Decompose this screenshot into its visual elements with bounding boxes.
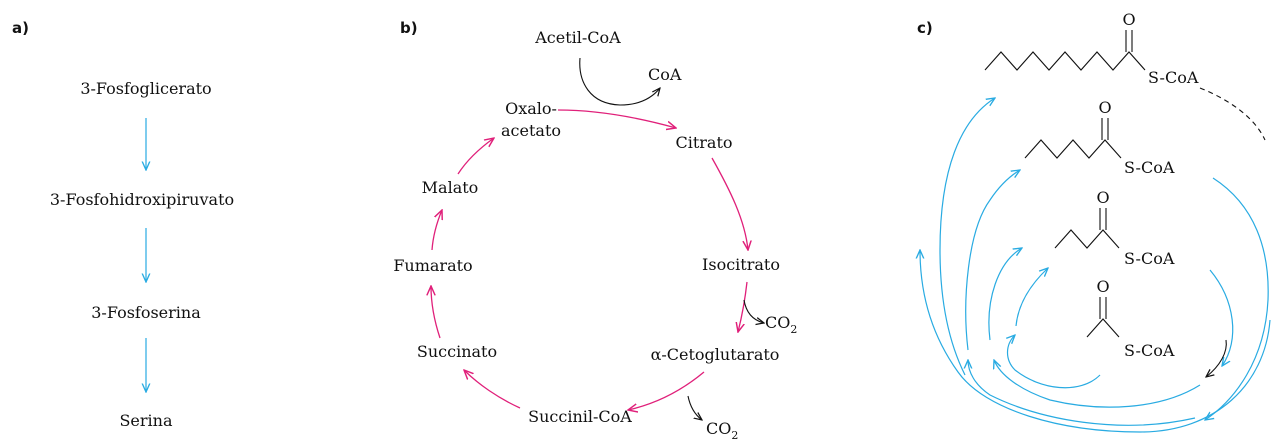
spiral-arc-3-left [988, 248, 1022, 341]
co2-1-text: CO [765, 313, 790, 332]
carbonyl-oxygen-3: O [1096, 188, 1109, 207]
carbonyl-oxygen-4: O [1096, 277, 1109, 296]
metabolite-3-fosfohidroxipiruvato: 3-Fosfohidroxipiruvato [50, 190, 234, 209]
metabolite-fumarato: Fumarato [393, 256, 472, 275]
spiral-arc-2-bottom [968, 360, 1196, 426]
metabolite-3-fosfoglicerato: 3-Fosfoglicerato [80, 79, 211, 98]
co2-release-arrow-2 [687, 395, 702, 420]
acyl-chain-c6 [1024, 139, 1122, 159]
metabolite-succinil-coa: Succinil-CoA [528, 407, 632, 426]
acetyl-coa-entry-arrow [579, 57, 660, 106]
arrow-citrato-isocitrato [711, 157, 748, 250]
co2-release-arrow-1 [743, 299, 764, 323]
carbonyl-oxygen-1: O [1122, 10, 1135, 29]
carbonyl-oxygen-2: O [1098, 98, 1111, 117]
metabolite-oxaloacetato-line2: acetato [501, 121, 561, 140]
metabolite-acetil-coa: Acetil-CoA [534, 28, 621, 47]
final-acetyl-arrow [1206, 339, 1227, 377]
panel-a-label: a) [12, 19, 29, 37]
co2-label-1: CO2 [765, 313, 797, 336]
acyl-chain-c4 [1054, 229, 1120, 249]
spiral-arc-3-right [1209, 269, 1234, 366]
dashed-continuation [1199, 87, 1266, 141]
panel-c: c) O S-CoA O S-CoA O S-CoA [917, 10, 1271, 433]
acyl-coa-c2: O S-CoA [1086, 277, 1175, 360]
spiral-arc-outer-bottom [920, 250, 1271, 433]
spiral-arc-3-bottom [994, 360, 1201, 408]
metabolite-isocitrato: Isocitrato [702, 255, 780, 274]
arrow-succinil-coa-succinato [464, 370, 521, 409]
panel-a: a) 3-Fosfoglicerato 3-Fosfohidroxipiruva… [12, 19, 234, 430]
spiral-arc-2-right [1205, 177, 1269, 420]
metabolite-citrato: Citrato [675, 133, 732, 152]
spiral-arc-inner-bottom [1008, 335, 1101, 389]
acyl-chain-c8 [984, 51, 1146, 71]
co2-label-2: CO2 [706, 419, 738, 441]
scoa-label-4: S-CoA [1124, 341, 1175, 360]
metabolite-succinato: Succinato [417, 342, 497, 361]
co2-1-subscript: 2 [790, 323, 797, 336]
acyl-coa-c4: O S-CoA [1054, 188, 1175, 268]
metabolite-coa: CoA [648, 65, 682, 84]
co2-2-text: CO [706, 419, 731, 438]
spiral-arc-outer-left [939, 98, 995, 376]
acyl-coa-c8: O S-CoA [984, 10, 1266, 141]
scoa-label-3: S-CoA [1124, 249, 1175, 268]
metabolite-malato: Malato [422, 178, 479, 197]
metabolite-3-fosfoserina: 3-Fosfoserina [91, 303, 201, 322]
spiral-arc-2-left [965, 170, 1020, 351]
metabolite-alpha-cetoglutarato: α-Cetoglutarato [651, 345, 780, 364]
metabolite-serina: Serina [119, 411, 173, 430]
spiral-arc-inner-left [1015, 268, 1048, 327]
scoa-label-1: S-CoA [1148, 68, 1199, 87]
arrow-succinato-fumarato [431, 286, 441, 339]
acyl-chain-c2 [1086, 318, 1120, 338]
panel-b: b) Acetil-CoA CoA Oxalo- acetato Citrato… [393, 19, 797, 441]
arrow-oxaloacetato-citrato [557, 109, 676, 128]
panel-c-label: c) [917, 19, 933, 37]
arrow-isocitrato-alpha-cetoglutarato [738, 281, 748, 332]
co2-2-subscript: 2 [731, 429, 738, 441]
metabolite-oxaloacetato-line1: Oxalo- [505, 99, 557, 118]
arrow-malato-oxaloacetato [457, 138, 494, 175]
arrow-fumarato-malato [431, 210, 442, 251]
panel-b-label: b) [400, 19, 418, 37]
scoa-label-2: S-CoA [1124, 158, 1175, 177]
arrow-alpha-cetoglutarato-succinil-coa [628, 371, 705, 410]
acyl-coa-c6: O S-CoA [1024, 98, 1175, 177]
